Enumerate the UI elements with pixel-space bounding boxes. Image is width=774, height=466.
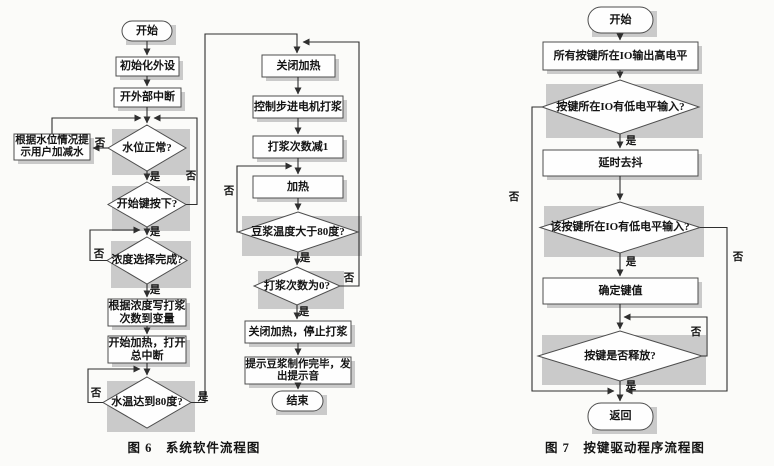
fig6-heat-shape [252, 175, 344, 199]
fig7-debounce-shape [542, 149, 699, 177]
fig6-count-dec-shape [252, 135, 344, 159]
fig6-end-shape [271, 390, 324, 412]
fig7-start-shape [587, 6, 654, 34]
fig6-start-shape [121, 20, 173, 42]
fig6-water-80-shape [102, 376, 192, 429]
fig6-caption: 图 6 系统软件流程图 [127, 441, 261, 455]
fig6-notify-shape [244, 356, 352, 385]
fig7-key-value-shape [542, 277, 699, 305]
fig6-water-prompt-shape [13, 133, 91, 161]
fig6-init-shape [115, 56, 180, 77]
fig6-stop-all-shape [244, 320, 352, 344]
fig6-heat-on-shape [107, 335, 187, 364]
fig6-heat-off-shape [261, 54, 336, 78]
fig6-stepper-shape [252, 95, 344, 119]
fig7-caption: 图 7 按键驱动程序流程图 [545, 441, 705, 455]
fig7-all-high-shape [542, 41, 699, 71]
fig6-write-var-shape [107, 298, 187, 327]
fig6-ext-int-shape [113, 87, 182, 108]
connector-lines [51, 33, 728, 404]
fig7-return-shape [587, 402, 654, 431]
